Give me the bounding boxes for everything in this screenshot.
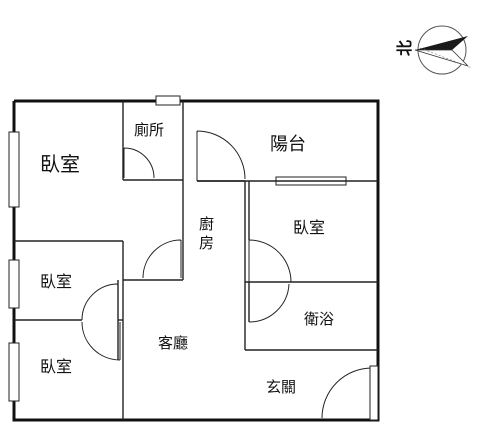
compass-needle <box>415 36 468 50</box>
label-kitchen-2: 房 <box>199 234 214 252</box>
compass-dash-line <box>419 47 473 69</box>
window-toilet <box>155 95 181 106</box>
window-bedroom-bottom-left <box>8 342 20 402</box>
label-balcony: 陽台 <box>270 134 306 155</box>
doors <box>81 130 373 419</box>
label-entrance: 玄關 <box>266 378 296 396</box>
label-living-room: 客廳 <box>158 334 188 352</box>
window-bedroom-mid-left <box>8 259 20 309</box>
label-bedroom-mid-left: 臥室 <box>40 272 72 291</box>
door-kitchen <box>142 239 182 279</box>
door-toilet <box>123 147 155 179</box>
label-bedroom-top-left: 臥室 <box>40 152 80 176</box>
compass-north-label: 北 <box>395 40 414 56</box>
door-bedroom-bottom-left <box>81 321 121 361</box>
entrance-door-jamb <box>369 365 379 421</box>
label-kitchen-1: 廚 <box>199 215 214 233</box>
room-labels: 臥室 廁所 陽台 廚 房 臥室 臥室 衛浴 客廳 臥室 玄關 <box>40 121 334 396</box>
label-toilet: 廁所 <box>134 121 164 139</box>
compass: 北 <box>395 25 473 75</box>
label-bedroom-right: 臥室 <box>293 218 325 237</box>
door-entrance <box>321 367 373 419</box>
compass-needle-tail <box>414 49 469 67</box>
label-bathroom: 衛浴 <box>304 310 334 328</box>
door-bathroom <box>248 283 290 323</box>
door-bedroom-mid-left <box>81 283 119 321</box>
door-balcony <box>196 130 246 181</box>
label-bedroom-bottom-left: 臥室 <box>40 357 72 376</box>
window-bedroom-top-left <box>8 131 20 208</box>
door-bedroom-right <box>248 239 292 283</box>
